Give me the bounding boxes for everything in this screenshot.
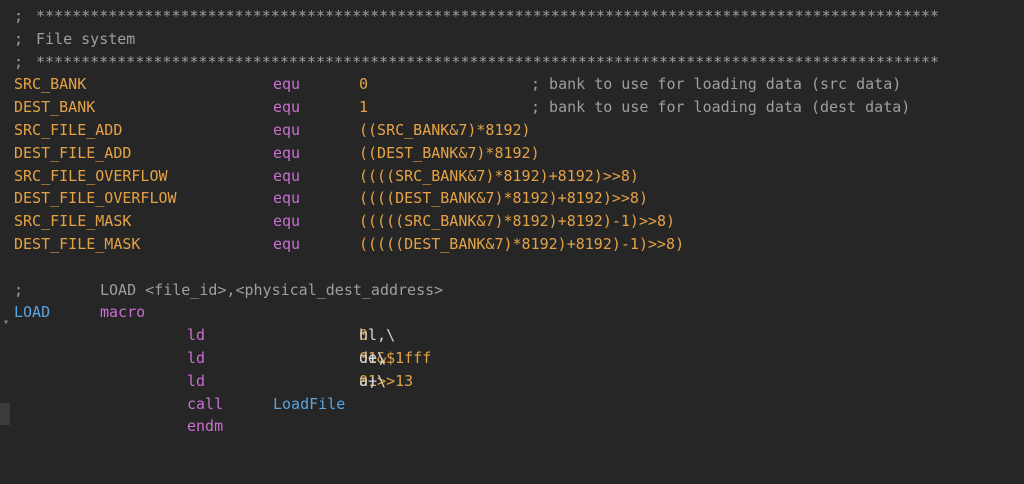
operand-register: hl,\: [359, 326, 396, 345]
code-line: DEST_BANK equ 1 ; bank to use for loadin…: [0, 96, 1024, 119]
symbol-name: SRC_FILE_ADD: [14, 120, 123, 139]
symbol-name: SRC_FILE_MASK: [14, 212, 132, 231]
instruction: call: [187, 394, 224, 413]
call-target[interactable]: LoadFile: [273, 394, 346, 413]
symbol-value: ((((DEST_BANK&7)*8192)+8192)>>8): [359, 189, 648, 208]
code-line: ; LOAD <file_id>,<physical_dest_address>: [0, 279, 1024, 302]
symbol-name: SRC_FILE_OVERFLOW: [14, 166, 168, 185]
symbol-name: DEST_BANK: [14, 98, 96, 117]
gutter: ▾: [0, 0, 12, 463]
code-line: ld hl,\0: [0, 324, 1024, 347]
equ-keyword: equ: [273, 212, 301, 231]
code-editor[interactable]: ▾ ; ************************************…: [0, 0, 1024, 463]
comment-marker: ;: [14, 7, 24, 25]
equ-keyword: equ: [273, 189, 301, 208]
symbol-name: SRC_BANK: [14, 75, 87, 94]
macro-keyword: macro: [100, 303, 146, 322]
comment-marker: ;: [14, 29, 24, 48]
code-line: SRC_FILE_MASK equ (((((SRC_BANK&7)*8192)…: [0, 210, 1024, 233]
symbol-name: DEST_FILE_MASK: [14, 234, 141, 253]
current-line-marker: [0, 403, 10, 425]
comment-text: ****************************************…: [36, 52, 940, 71]
code-line: ; File system: [0, 28, 1024, 51]
operand-number: 0: [359, 348, 369, 367]
operand-number: 0: [359, 371, 369, 390]
operands: a,0+\1>>13: [359, 370, 413, 393]
symbol-name: DEST_FILE_OVERFLOW: [14, 189, 177, 208]
equ-keyword: equ: [273, 120, 301, 139]
fold-toggle-icon[interactable]: ▾: [2, 317, 10, 328]
symbol-value: 0: [359, 75, 369, 94]
code-line: call LoadFile: [0, 393, 1024, 416]
comment-text: File system: [36, 29, 136, 48]
code-line: ld a,0+\1>>13: [0, 370, 1024, 393]
symbol-value: (((((SRC_BANK&7)*8192)+8192)-1)>>8): [359, 212, 676, 231]
operand-register: a,: [359, 371, 378, 390]
symbol-value: (((((DEST_BANK&7)*8192)+8192)-1)>>8): [359, 234, 685, 253]
comment-marker: ;: [14, 52, 24, 71]
code-line: ; **************************************…: [0, 51, 1024, 74]
instruction: ld: [187, 348, 206, 367]
equ-keyword: equ: [273, 234, 301, 253]
code-line: endm: [0, 415, 1024, 438]
operand-register: de,: [359, 348, 387, 367]
comment-text: ****************************************…: [36, 7, 940, 25]
line-comment: ; bank to use for loading data (src data…: [531, 75, 902, 94]
code-area[interactable]: ; **************************************…: [0, 5, 1024, 438]
operand-expression: 1>>13: [368, 371, 414, 390]
code-line: SRC_BANK equ 0 ; bank to use for loading…: [0, 73, 1024, 96]
code-line: DEST_FILE_OVERFLOW equ ((((DEST_BANK&7)*…: [0, 187, 1024, 210]
symbol-name: DEST_FILE_ADD: [14, 143, 132, 162]
operands: de,0+\1&$1fff: [359, 347, 431, 370]
macro-name: LOAD: [14, 303, 51, 322]
symbol-value: ((((SRC_BANK&7)*8192)+8192)>>8): [359, 166, 639, 185]
instruction: ld: [187, 371, 206, 390]
equ-keyword: equ: [273, 166, 301, 185]
code-line: ld de,0+\1&$1fff: [0, 347, 1024, 370]
comment-text: LOAD <file_id>,<physical_dest_address>: [100, 280, 444, 299]
line-comment: ; bank to use for loading data (dest dat…: [531, 98, 911, 117]
operand-operator: +\: [368, 348, 387, 367]
equ-keyword: equ: [273, 75, 301, 94]
operands: hl,\0: [359, 324, 395, 347]
operand-operator: +\: [368, 371, 387, 390]
instruction: endm: [187, 417, 224, 436]
code-line: DEST_FILE_ADD equ ((DEST_BANK&7)*8192): [0, 142, 1024, 165]
code-line: ; **************************************…: [0, 5, 1024, 28]
symbol-value: 1: [359, 98, 369, 117]
symbol-value: ((SRC_BANK&7)*8192): [359, 120, 531, 139]
equ-keyword: equ: [273, 143, 301, 162]
code-line: SRC_FILE_ADD equ ((SRC_BANK&7)*8192): [0, 119, 1024, 142]
code-line: SRC_FILE_OVERFLOW equ ((((SRC_BANK&7)*81…: [0, 165, 1024, 188]
instruction: ld: [187, 326, 206, 345]
operand-number: 0: [359, 326, 369, 345]
comment-marker: ;: [14, 280, 24, 299]
equ-keyword: equ: [273, 98, 301, 117]
code-line: DEST_FILE_MASK equ (((((DEST_BANK&7)*819…: [0, 233, 1024, 256]
code-line: LOAD macro: [0, 301, 1024, 324]
symbol-value: ((DEST_BANK&7)*8192): [359, 143, 540, 162]
operand-expression: 1&$1fff: [368, 348, 432, 367]
blank-line: [0, 256, 1024, 279]
